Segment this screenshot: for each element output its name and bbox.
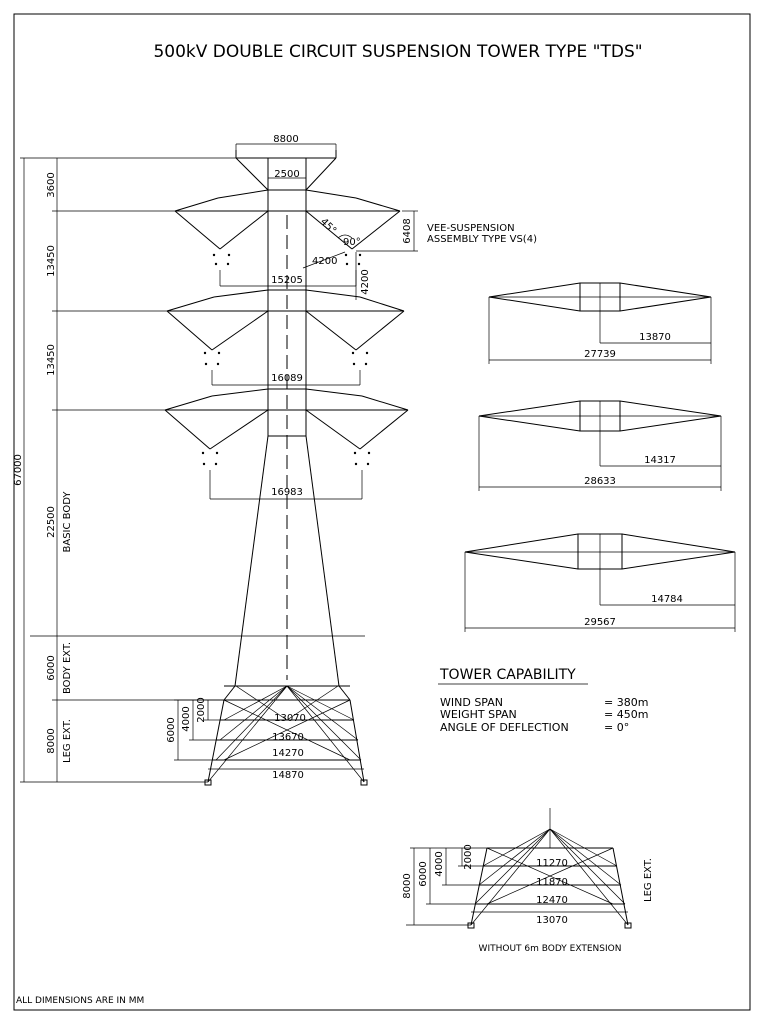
capability-deflection-label: ANGLE OF DEFLECTION (440, 721, 569, 734)
capability-deflection-value: = 0° (604, 721, 629, 734)
capability-wind-span-label: WIND SPAN (440, 696, 503, 709)
dim-13450-a-label: 13450 (46, 245, 57, 277)
angle-45-label: 45° (318, 216, 338, 236)
body-ext-label: BODY EXT. (62, 642, 73, 694)
top-dimensions: 8800 2500 (235, 134, 337, 180)
leg-width-14870: 14870 (272, 770, 304, 781)
tower-elevation (30, 143, 409, 786)
vertical-dimension-chain: 67000 3600 13450 13450 22500 BASIC BODY … (13, 157, 236, 783)
inset-height-6000: 6000 (418, 861, 429, 886)
dim-13450-b-label: 13450 (46, 344, 57, 376)
leg-extension-inset: 8000 6000 4000 2000 11270 11870 12470 13… (402, 808, 654, 954)
span-top-label: 15205 (271, 275, 303, 286)
capability-weight-span-value: = 450m (604, 708, 648, 721)
capability-heading: TOWER CAPABILITY (439, 667, 576, 683)
plan1-half-label: 13870 (639, 332, 671, 343)
leg-width-13670: 13670 (272, 732, 304, 743)
span-middle-label: 16089 (271, 373, 303, 384)
span-bottom-label: 16983 (271, 487, 303, 498)
inset-leg-ext-label: LEG EXT. (643, 858, 654, 902)
plan3-full-label: 29567 (584, 617, 616, 628)
capability-wind-span-value: = 380m (604, 696, 648, 709)
plan3-half-label: 14784 (651, 594, 683, 605)
leg-height-4000: 4000 (181, 706, 192, 731)
offset-4200-b-label: 4200 (360, 269, 371, 294)
dim-22500-label: 22500 (46, 506, 57, 538)
vee-label-line1: VEE-SUSPENSION (427, 223, 515, 234)
inset-height-4000: 4000 (434, 851, 445, 876)
leg-height-2000: 2000 (196, 697, 207, 722)
angle-90-label: 90° (343, 237, 361, 248)
dim-8000-label: 8000 (46, 728, 57, 753)
vee-label-line2: ASSEMBLY TYPE VS(4) (427, 234, 537, 245)
leg-dimensions: 6000 4000 2000 13070 13670 14270 14870 (166, 697, 364, 781)
dim-6000-label: 6000 (46, 655, 57, 680)
top-inner-width-label: 2500 (274, 169, 299, 180)
capability-weight-span-label: WEIGHT SPAN (440, 708, 517, 721)
leg-height-6000: 6000 (166, 717, 177, 742)
leg-width-14270: 14270 (272, 748, 304, 759)
leg-ext-label: LEG EXT. (62, 719, 73, 763)
sheet-border (13, 13, 751, 1011)
footer-note: ALL DIMENSIONS ARE IN MM (16, 996, 144, 1006)
leg-width-13070: 13070 (274, 713, 306, 724)
tower-capability: TOWER CAPABILITY WIND SPAN = 380m WEIGHT… (438, 667, 648, 734)
basic-body-label: BASIC BODY (62, 491, 73, 553)
crossarm-plan-3: 14784 29567 (464, 533, 736, 632)
overall-height-label: 67000 (13, 454, 24, 486)
drawing-title: 500kV DOUBLE CIRCUIT SUSPENSION TOWER TY… (153, 42, 642, 62)
crossarm-span-dimensions: 15205 16089 16983 (209, 270, 363, 500)
inset-width-12470: 12470 (536, 895, 568, 906)
top-width-label: 8800 (273, 134, 298, 145)
offset-4200-a-label: 4200 (312, 256, 337, 267)
insulator-height-label: 6408 (402, 218, 413, 243)
inset-height-8000: 8000 (402, 873, 413, 898)
crossarm-plan-2: 14317 28633 (478, 400, 722, 491)
inset-caption: WITHOUT 6m BODY EXTENSION (479, 944, 622, 954)
inset-height-2000: 2000 (463, 844, 474, 869)
inset-width-11270: 11270 (536, 858, 568, 869)
inset-width-13070: 13070 (536, 915, 568, 926)
plan1-full-label: 27739 (584, 349, 616, 360)
inset-width-11870: 11870 (536, 877, 568, 888)
plan2-full-label: 28633 (584, 476, 616, 487)
insulator-dots (201, 253, 371, 466)
vee-annotations: 45° 90° 4200 4200 6408 VEE-SUSPENSION AS… (302, 210, 537, 300)
dim-3600-label: 3600 (46, 172, 57, 197)
plan2-half-label: 14317 (644, 455, 676, 466)
crossarm-plan-1: 13870 27739 (488, 282, 712, 364)
